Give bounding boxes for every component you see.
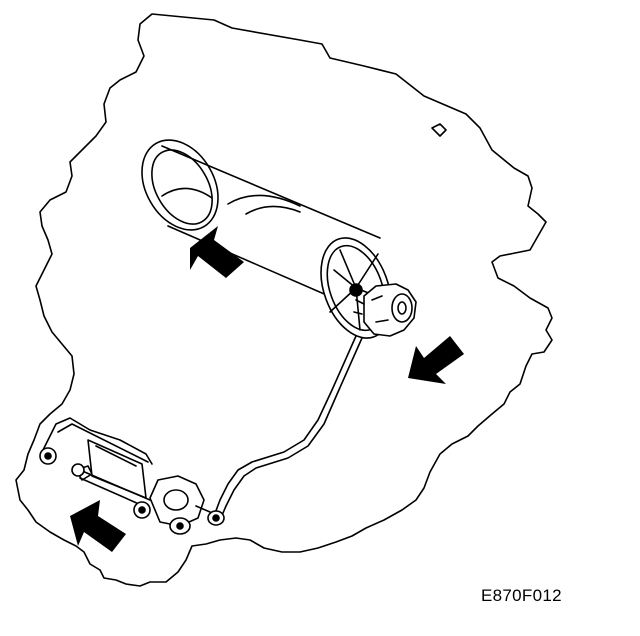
arrow-throttle-body (70, 500, 126, 552)
purge-valve (353, 283, 417, 337)
arrow-purge-valve (408, 336, 464, 384)
vapor-hose (213, 335, 357, 517)
arrow-canister (190, 226, 244, 278)
vapor-hose (219, 337, 363, 521)
engine-block-outline (15, 13, 553, 587)
throttle-body-assembly (39, 417, 225, 535)
engine-block-detail (431, 123, 447, 137)
figure-code: E870F012 (481, 586, 562, 605)
